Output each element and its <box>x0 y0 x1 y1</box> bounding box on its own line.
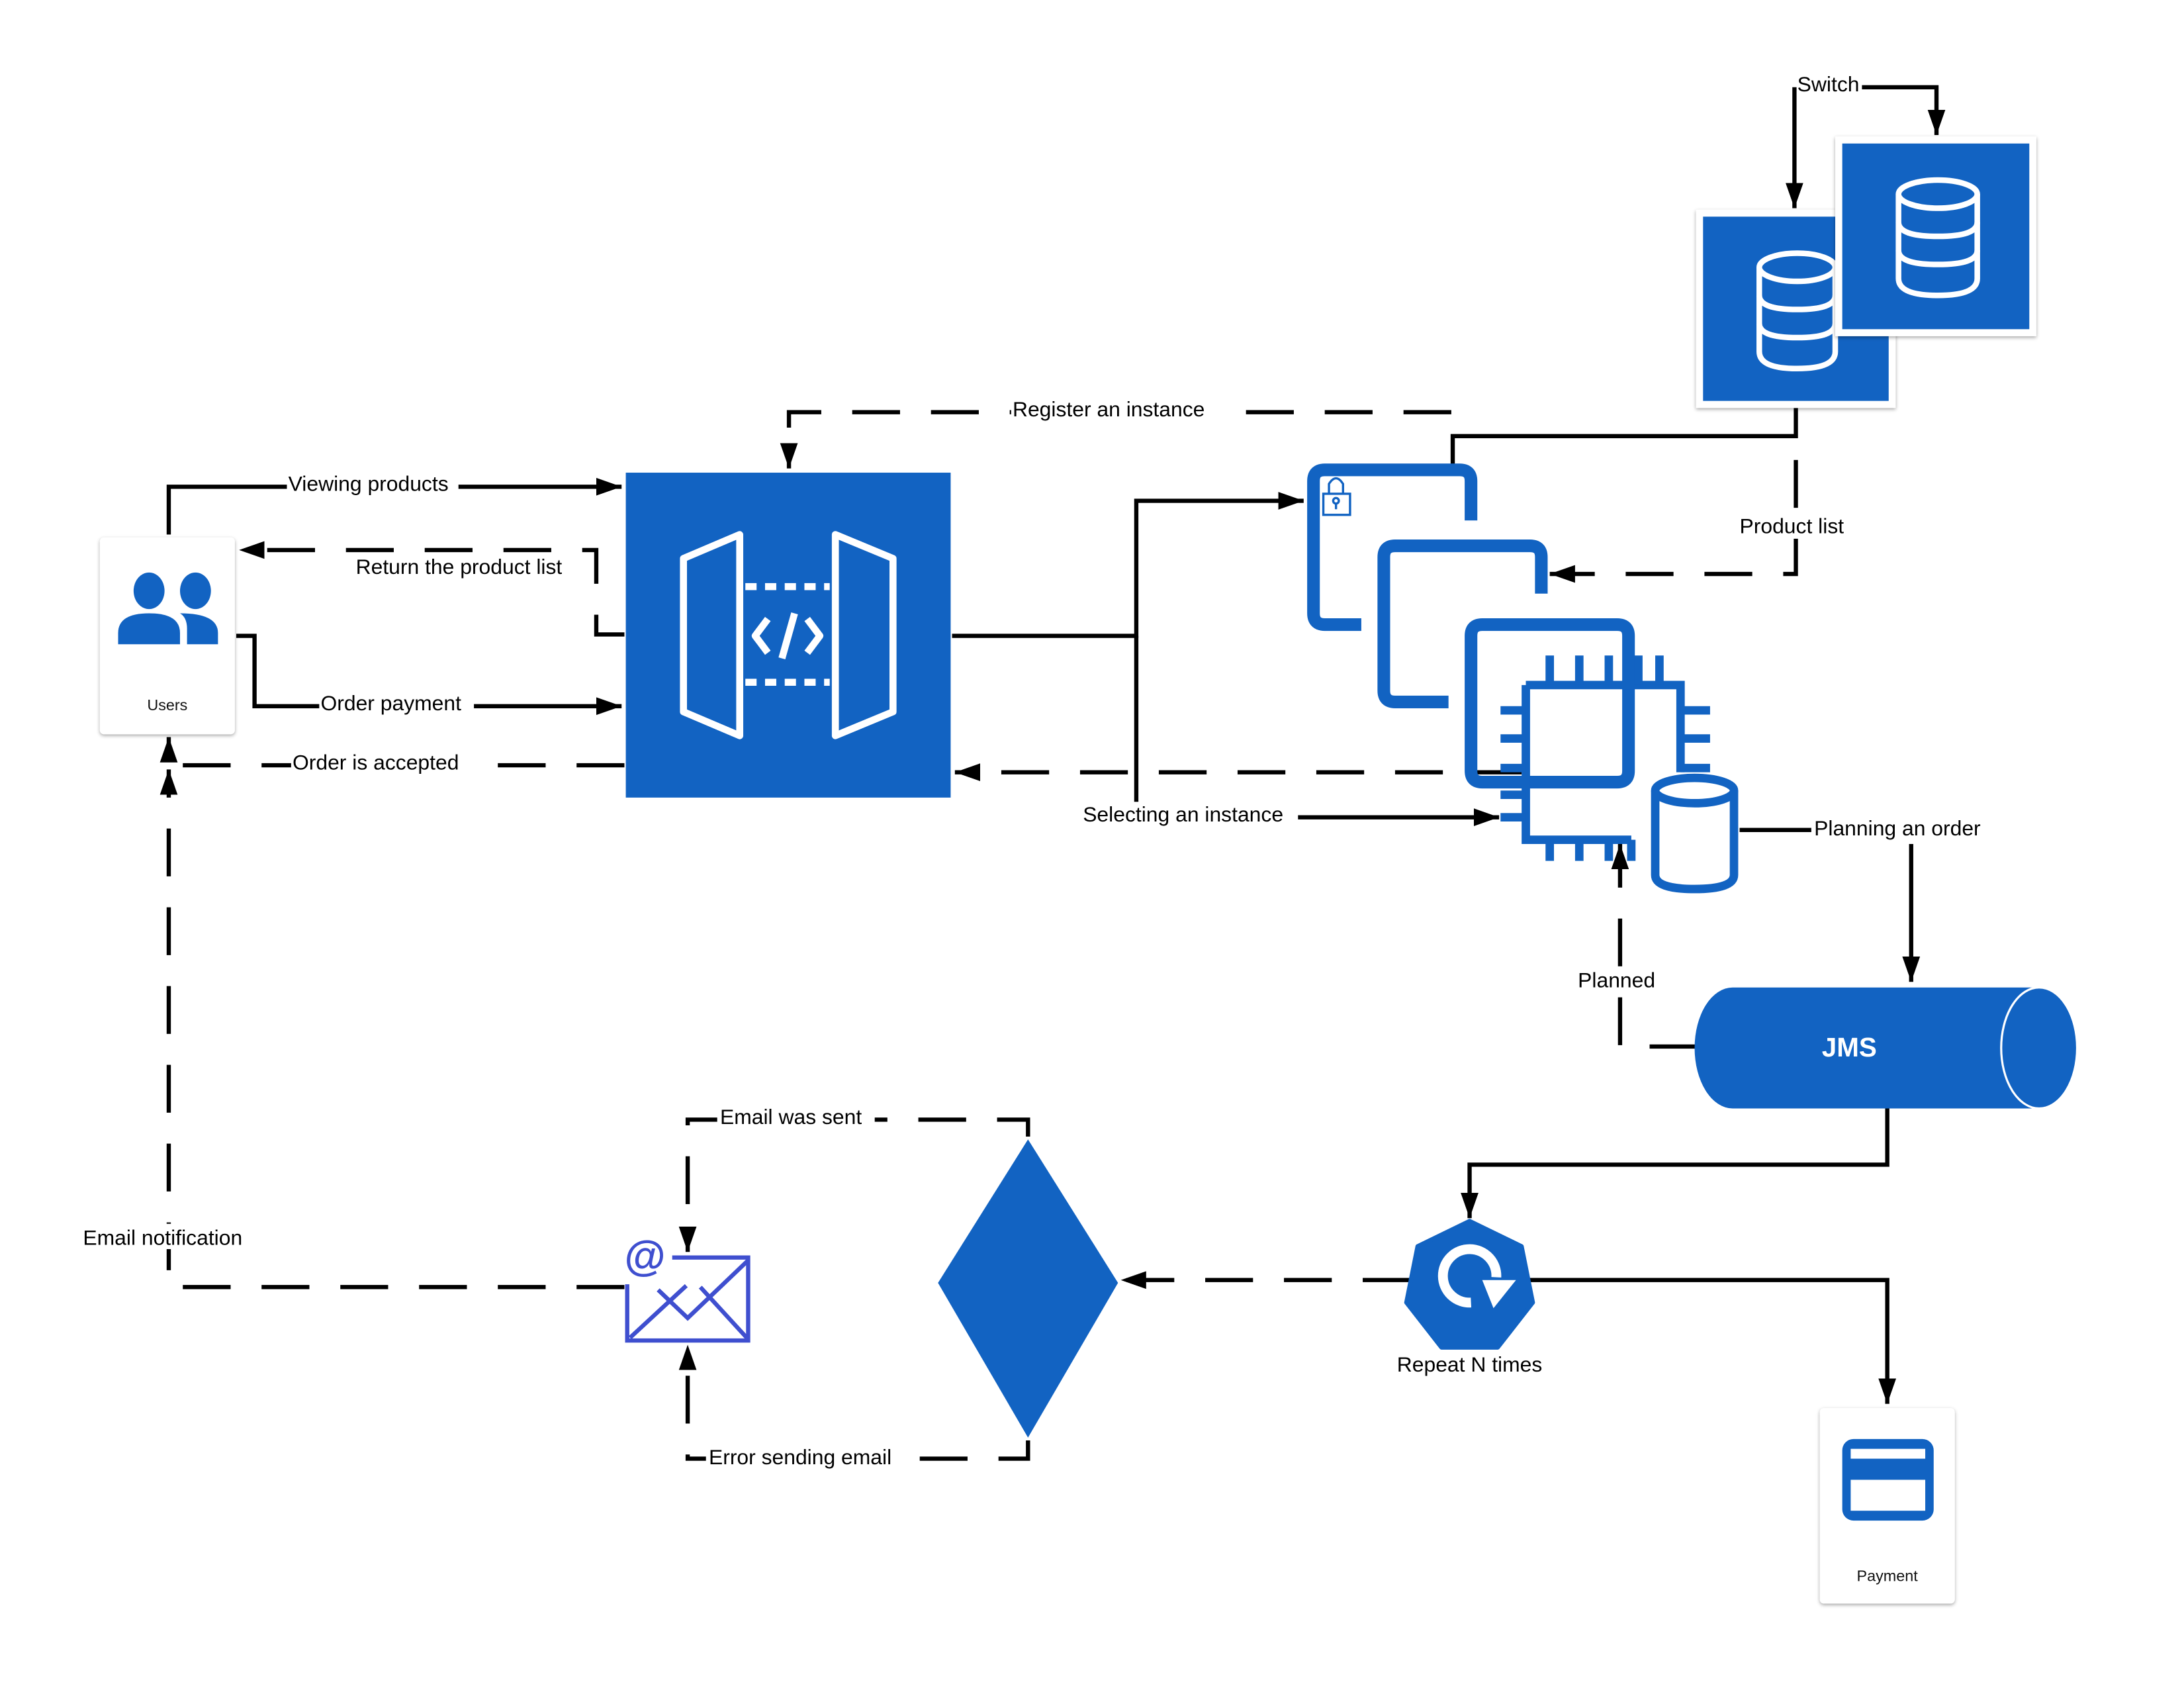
credit-card-icon <box>1842 1438 1934 1521</box>
cylinder-icon <box>1651 773 1739 894</box>
edge-error-sending: Error sending email <box>678 1344 1030 1469</box>
loop-icon <box>1437 1244 1516 1309</box>
edge-label: Product list <box>1740 514 1844 538</box>
email-node[interactable]: @ <box>624 1232 751 1343</box>
edge-label: Register an instance <box>1013 397 1205 421</box>
edge-email-sent: Email was sent <box>678 1104 1030 1252</box>
api-gateway-icon <box>680 531 897 739</box>
edge-label: Planning an order <box>1814 816 1981 840</box>
edge-viewing-products: Viewing products <box>166 471 622 535</box>
svg-text:@: @ <box>624 1232 665 1280</box>
database-replica-node[interactable] <box>1835 136 2036 336</box>
edge-order-payment: Order payment <box>236 633 622 716</box>
edge-label: Selecting an instance <box>1083 802 1283 826</box>
users-icon <box>118 572 218 645</box>
edge-repeat-to-payment <box>1528 1278 1897 1404</box>
repeat-label: Repeat N times <box>1397 1352 1543 1376</box>
cpu-instance-node[interactable] <box>1500 655 1710 861</box>
users-node[interactable]: Users <box>99 537 235 735</box>
edge-switch: Switch <box>1786 72 1946 209</box>
decision-node[interactable] <box>938 1139 1118 1438</box>
database-icon <box>1756 250 1839 372</box>
edge-planning-order: Planning an order <box>1739 816 1981 982</box>
edge-label: Return the product list <box>356 555 563 579</box>
repeat-node[interactable]: Repeat N times <box>1397 1219 1543 1376</box>
edge-register-instance: Register an instance <box>780 397 1451 469</box>
api-gateway-node[interactable] <box>625 473 951 798</box>
edge-label: Email was sent <box>720 1105 862 1129</box>
decision-diamond <box>938 1139 1118 1438</box>
edge-label: Viewing products <box>289 472 449 496</box>
edge-planned: Planned <box>1574 844 1698 1049</box>
cpu-chip-icon <box>1500 655 1710 861</box>
jms-node[interactable]: JMS <box>1694 986 2079 1110</box>
edge-label: Order is accepted <box>293 750 459 774</box>
edge-db-to-instance <box>1450 408 1798 465</box>
edge-return-product-list: Return the product list <box>239 541 625 637</box>
edge-selecting-instance: Selecting an instance <box>1081 635 1500 827</box>
users-label: Users <box>147 696 187 714</box>
instances-node[interactable] <box>1307 463 1635 789</box>
edge-label: Email notification <box>83 1226 242 1250</box>
payment-node[interactable]: Payment <box>1819 1408 1955 1604</box>
edge-jms-to-repeat <box>1461 1108 1889 1219</box>
payment-label: Payment <box>1857 1567 1919 1584</box>
edge-email-notification: Email notification <box>81 769 625 1289</box>
edge-product-list: Product list <box>1549 459 1856 583</box>
lock-icon <box>1322 477 1351 516</box>
edge-order-accepted: Order is accepted <box>159 737 625 775</box>
edge-label: Error sending email <box>709 1445 891 1469</box>
edge-label: Switch <box>1797 72 1860 96</box>
edge-label: Order payment <box>320 691 461 715</box>
edge-api-to-instances <box>952 492 1304 638</box>
local-db-node[interactable] <box>1651 773 1739 894</box>
jms-label: JMS <box>1822 1032 1877 1062</box>
server-instances-icon <box>1307 463 1635 789</box>
edge-label: Planned <box>1578 968 1655 992</box>
database-icon <box>1895 177 1980 299</box>
email-at-icon: @ <box>624 1232 751 1343</box>
